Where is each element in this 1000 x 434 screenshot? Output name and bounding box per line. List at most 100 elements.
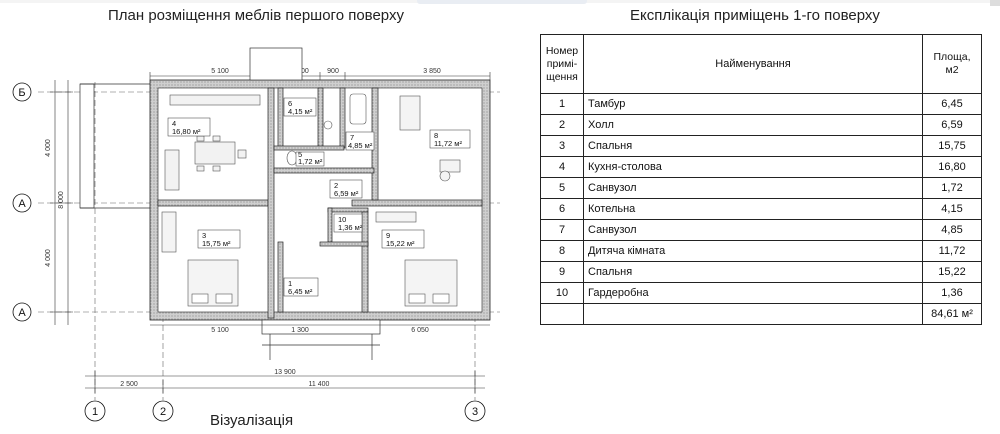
dim-bot-a: 5 100 bbox=[211, 327, 229, 334]
visualization-link[interactable]: Візуалізація bbox=[210, 412, 294, 429]
room-4-number: 4 bbox=[172, 119, 176, 128]
dim-bottom-right: 11 400 bbox=[309, 381, 330, 388]
cell-name: Санвузол bbox=[583, 177, 923, 199]
bedroom-3-furniture bbox=[161, 211, 239, 307]
axis-bubble-row-b bbox=[12, 82, 32, 102]
axis-label-col-2: 2 bbox=[160, 406, 166, 418]
axis-bubble-col-2 bbox=[152, 400, 174, 422]
cell-name: Спальня bbox=[583, 261, 923, 283]
cell-num: 8 bbox=[540, 240, 584, 262]
dim-bottom-left: 2 500 bbox=[120, 381, 138, 388]
axis-bubble-row-a1 bbox=[12, 193, 32, 213]
chair-1 bbox=[196, 135, 205, 142]
cell-name: Кухня-столова bbox=[583, 156, 923, 178]
room-6-area: 4,15 м² bbox=[288, 107, 313, 116]
bathroom-fixtures bbox=[286, 93, 367, 166]
window-top-tab[interactable] bbox=[417, 0, 587, 4]
room-5-area: 1,72 м² bbox=[298, 157, 323, 166]
chair-5 bbox=[237, 149, 247, 159]
dim-top-d: 3 850 bbox=[423, 68, 441, 75]
axis-label-col-3: 3 bbox=[472, 406, 478, 418]
left-porch bbox=[79, 83, 150, 209]
pillow-3b bbox=[215, 293, 233, 304]
axis-label-row-a2: А bbox=[18, 307, 26, 319]
chair-4 bbox=[212, 165, 221, 172]
room-2-area: 6,59 м² bbox=[334, 189, 359, 198]
dim-left-bottom: 4 000 bbox=[45, 249, 52, 267]
chimney-block bbox=[249, 47, 303, 81]
room-1-area: 6,45 м² bbox=[288, 287, 313, 296]
kitchen-side-counter bbox=[164, 149, 180, 191]
room-1-number: 1 bbox=[288, 279, 292, 288]
column-axis-markers: 1 2 3 bbox=[84, 400, 486, 422]
axis-label-col-1: 1 bbox=[92, 406, 98, 418]
chair-room-8 bbox=[439, 170, 451, 182]
cell-name: Дитяча кімната bbox=[583, 240, 923, 262]
window-corner-icon[interactable] bbox=[990, 0, 1000, 6]
dim-left-top: 4 000 bbox=[45, 139, 52, 157]
header-name: Найменування bbox=[583, 34, 923, 94]
cell-name: Спальня bbox=[583, 135, 923, 157]
entrance-porch bbox=[261, 319, 381, 360]
cell-num: 3 bbox=[540, 135, 584, 157]
cell-total-area: 84,61 м² bbox=[922, 303, 982, 325]
room-4-area: 16,80 м² bbox=[172, 127, 201, 136]
table-total-row: 84,61 м² bbox=[540, 303, 982, 325]
room-2-number: 2 bbox=[334, 181, 338, 190]
wardrobe-room-9 bbox=[375, 211, 417, 223]
chair-3 bbox=[196, 165, 205, 172]
room-10-number: 10 bbox=[338, 215, 346, 224]
dim-left-total: 8 000 bbox=[58, 191, 65, 209]
cell-num: 4 bbox=[540, 156, 584, 178]
header-area: Площа,м2 bbox=[922, 34, 982, 94]
cell-num: 5 bbox=[540, 177, 584, 199]
room-6-number: 6 bbox=[288, 99, 292, 108]
bottom-dimension-lines bbox=[85, 371, 485, 393]
room-5-number: 5 bbox=[298, 150, 302, 159]
dim-bot-c: 6 050 bbox=[411, 327, 429, 334]
cell-area: 1,36 bbox=[922, 282, 982, 304]
room-8-area: 11,72 м² bbox=[434, 139, 462, 148]
cell-area: 15,22 bbox=[922, 261, 982, 283]
cell-area: 11,72 bbox=[922, 240, 982, 262]
cell-name: Гардеробна bbox=[583, 282, 923, 304]
axis-bubble-row-a2 bbox=[12, 302, 32, 322]
room-8-furniture bbox=[399, 95, 461, 182]
cell-name: Котельна bbox=[583, 198, 923, 220]
cell-area: 4,85 bbox=[922, 219, 982, 241]
explication-title: Експлікація приміщень 1-го поверху bbox=[630, 7, 880, 24]
cell-name: Тамбур bbox=[583, 93, 923, 115]
floor-plan-drawing: Б А А 1 2 3 8 000 4 000 4 000 13 900 2 5… bbox=[12, 47, 500, 422]
cell-name: Санвузол bbox=[583, 219, 923, 241]
left-dimension-lines bbox=[50, 80, 73, 325]
kitchen-furniture bbox=[164, 94, 261, 191]
room-9-area: 15,22 м² bbox=[386, 239, 415, 248]
bedroom-9-furniture bbox=[375, 211, 458, 307]
pillow-9a bbox=[408, 293, 426, 304]
room-7-number: 7 bbox=[350, 133, 354, 142]
wardrobe-room-3 bbox=[161, 211, 177, 253]
dining-table bbox=[194, 141, 236, 165]
cell-area: 15,75 bbox=[922, 135, 982, 157]
bed-room-8 bbox=[399, 95, 421, 131]
room-10-area: 1,36 м² bbox=[338, 223, 363, 232]
cell-name: Холл bbox=[583, 114, 923, 136]
axis-label-row-a1: А bbox=[18, 198, 26, 210]
dim-bottom-total: 13 900 bbox=[274, 369, 296, 376]
kitchen-counter bbox=[169, 94, 261, 106]
toilet-room-5 bbox=[286, 150, 298, 166]
cell-num: 10 bbox=[540, 282, 584, 304]
cell-num: 6 bbox=[540, 198, 584, 220]
cell-area: 4,15 bbox=[922, 198, 982, 220]
